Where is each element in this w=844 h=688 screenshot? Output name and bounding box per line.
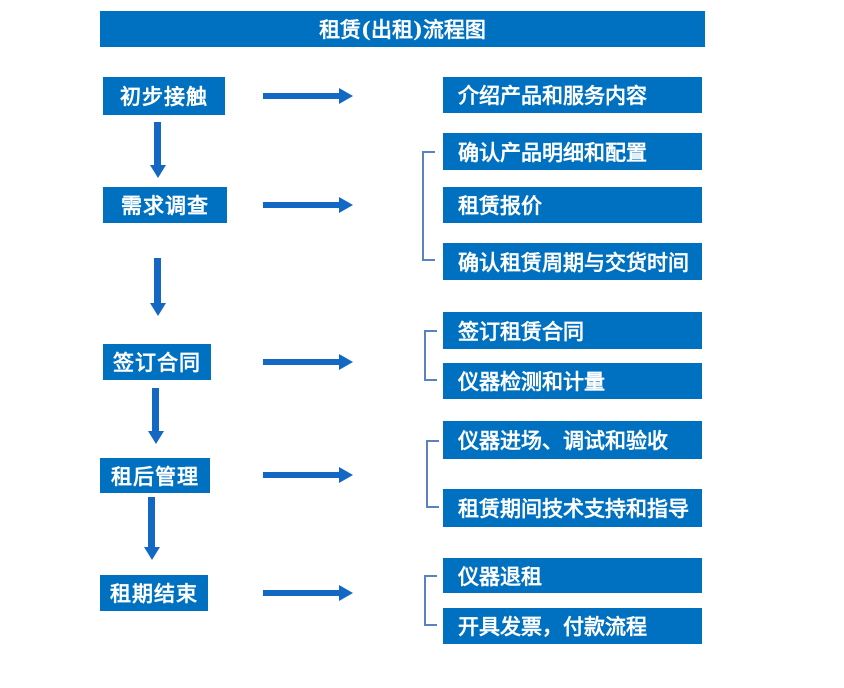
right-arrow [263,354,353,370]
stage-box-sign-contract: 签订合同 [103,344,211,380]
detail-box-instrument-return: 仪器退租 [443,558,702,593]
detail-box-confirm-product-details-config: 确认产品明细和配置 [443,133,702,170]
detail-box-confirm-rental-period-delivery: 确认租赁周期与交货时间 [443,243,702,280]
detail-box-instrument-inspection-measurement: 仪器检测和计量 [443,363,702,399]
stage-box-post-rental-management: 租后管理 [100,458,210,493]
down-arrow [144,497,160,560]
right-arrow [263,467,353,483]
stage-box-demand-survey: 需求调查 [103,187,227,223]
down-arrow [150,122,166,178]
group-bracket [422,151,435,261]
flowchart-title: 租赁(出租)流程图 [319,17,486,42]
detail-box-instrument-setup-acceptance: 仪器进场、调试和验收 [443,421,702,459]
detail-box-rental-tech-support: 租赁期间技术支持和指导 [443,489,702,527]
flowchart-title-bar: 租赁(出租)流程图 [100,11,705,47]
group-bracket [424,575,437,626]
stage-box-initial-contact: 初步接触 [103,77,225,115]
detail-box-rental-quotation: 租赁报价 [443,187,702,223]
detail-box-invoice-payment-process: 开具发票，付款流程 [443,608,702,644]
detail-box-introduce-products-services: 介绍产品和服务内容 [443,77,702,113]
down-arrow [148,388,164,444]
group-bracket [426,440,439,508]
down-arrow [150,258,166,316]
detail-box-sign-rental-contract: 签订租赁合同 [443,312,702,349]
group-bracket [424,330,437,381]
right-arrow [263,88,353,104]
stage-box-rental-end: 租期结束 [100,575,208,611]
right-arrow [263,197,353,213]
right-arrow [263,585,353,601]
